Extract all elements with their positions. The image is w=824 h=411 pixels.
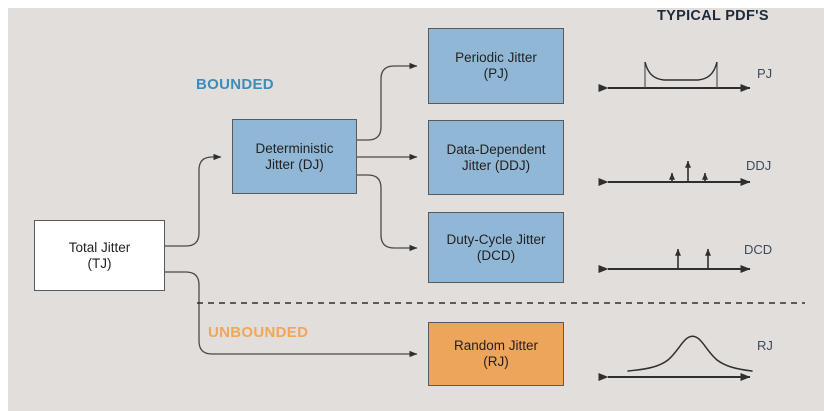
node-label-pj: Periodic Jitter (PJ) (455, 50, 537, 81)
node-label-tj: Total Jitter (TJ) (68, 239, 131, 271)
pdf-rj-gaussian-curve (627, 335, 753, 372)
node-data-dependent-jitter[interactable]: Data-Dependent Jitter (DDJ) (428, 120, 564, 195)
node-deterministic-jitter[interactable]: Deterministic Jitter (DJ) (232, 119, 357, 194)
pdf-label-pj: PJ (757, 66, 773, 81)
unbounded-group-label: UNBOUNDED (208, 324, 309, 341)
node-label-rj: Random Jitter (RJ) (453, 338, 539, 369)
pdf-pj-curve (644, 61, 718, 81)
bounded-group-label: BOUNDED (196, 76, 274, 93)
diagram-panel (8, 8, 824, 411)
node-label-ddj: Data-Dependent Jitter (DDJ) (446, 141, 546, 173)
edge-tj-rj (165, 271, 418, 358)
pdf-label-ddj: DDJ (746, 158, 772, 173)
typical-pdfs-heading: TYPICAL PDF'S (657, 8, 769, 24)
pdf-plot-ddj (598, 160, 751, 186)
node-label-dj: Deterministic Jitter (DJ) (255, 140, 334, 172)
node-label-dcd: Duty-Cycle Jitter (DCD) (446, 231, 546, 263)
edge-tj-dj (165, 153, 222, 247)
pdf-plot-dcd (598, 248, 751, 273)
pdf-plot-pj (598, 61, 751, 92)
node-total-jitter[interactable]: Total Jitter (TJ) (34, 220, 165, 291)
node-periodic-jitter[interactable]: Periodic Jitter (PJ) (428, 28, 564, 104)
pdf-label-dcd: DCD (744, 242, 773, 257)
pdf-plot-rj (598, 335, 753, 381)
node-random-jitter[interactable]: Random Jitter (RJ) (428, 322, 564, 386)
edge-dj-dcd (357, 174, 418, 252)
node-duty-cycle-jitter[interactable]: Duty-Cycle Jitter (DCD) (428, 212, 564, 283)
edge-dj-pj (357, 62, 418, 141)
pdf-label-rj: RJ (757, 338, 773, 353)
